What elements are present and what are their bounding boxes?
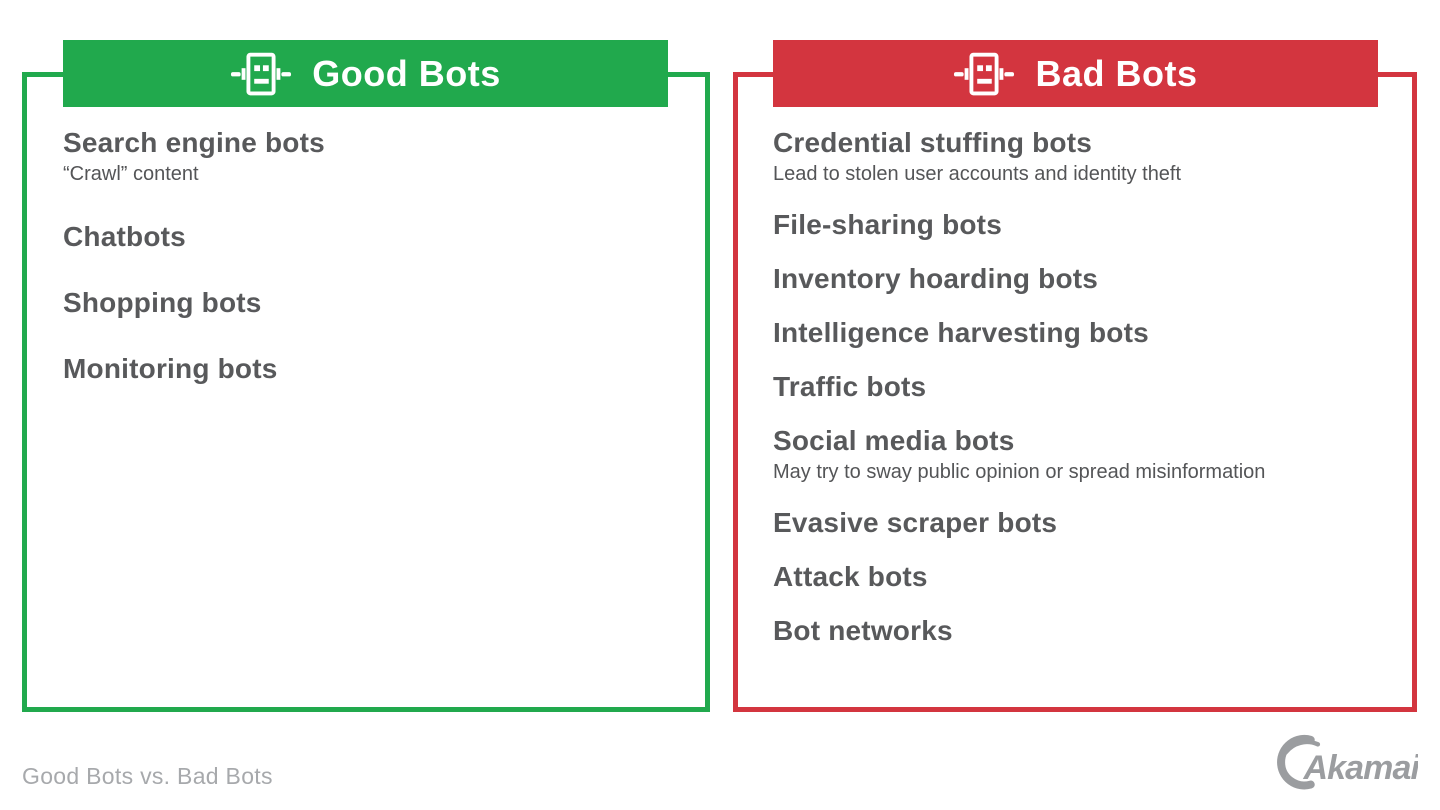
list-item: Credential stuffing bots Lead to stolen …	[773, 125, 1413, 188]
bad-bots-list: Credential stuffing bots Lead to stolen …	[773, 125, 1413, 667]
bad-bots-header: Bad Bots	[773, 40, 1378, 107]
item-note: May try to sway public opinion or spread…	[773, 461, 1266, 483]
list-item: File-sharing bots	[773, 207, 1413, 242]
item-label: Credential stuffing bots	[773, 127, 1093, 158]
item-label: Traffic bots	[773, 371, 927, 402]
item-label: Bot networks	[773, 615, 953, 646]
good-bots-list: Search engine bots “Crawl” content Chatb…	[63, 125, 663, 417]
akamai-logo: Akamai	[1277, 734, 1418, 790]
robot-icon	[231, 52, 292, 95]
item-label: Search engine bots	[63, 127, 325, 158]
list-item: Bot networks	[773, 613, 1413, 648]
item-label: File-sharing bots	[773, 209, 1002, 240]
robot-icon	[954, 52, 1015, 95]
item-label: Social media bots	[773, 425, 1015, 456]
list-item: Social media bots May try to sway public…	[773, 423, 1413, 486]
good-bots-header: Good Bots	[63, 40, 668, 107]
list-item: Chatbots	[63, 219, 663, 254]
item-label: Shopping bots	[63, 287, 262, 318]
item-label: Attack bots	[773, 561, 928, 592]
good-bots-title: Good Bots	[312, 52, 501, 94]
bad-bots-title: Bad Bots	[1035, 52, 1198, 94]
item-label: Intelligence harvesting bots	[773, 317, 1149, 348]
item-note: Lead to stolen user accounts and identit…	[773, 163, 1182, 185]
list-item: Traffic bots	[773, 369, 1413, 404]
list-item: Search engine bots “Crawl” content	[63, 125, 663, 188]
list-item: Attack bots	[773, 559, 1413, 594]
list-item: Shopping bots	[63, 285, 663, 320]
list-item: Inventory hoarding bots	[773, 261, 1413, 296]
bad-bots-panel	[733, 72, 1417, 712]
item-label: Inventory hoarding bots	[773, 263, 1099, 294]
list-item: Evasive scraper bots	[773, 505, 1413, 540]
list-item: Monitoring bots	[63, 351, 663, 386]
list-item: Intelligence harvesting bots	[773, 315, 1413, 350]
footer-caption: Good Bots vs. Bad Bots	[22, 763, 273, 789]
akamai-logo-text: Akamai	[1303, 749, 1418, 787]
akamai-swoosh-top-icon	[1283, 739, 1321, 755]
akamai-swoosh-icon	[1277, 734, 1315, 790]
item-label: Monitoring bots	[63, 353, 278, 384]
good-bots-panel	[22, 72, 710, 712]
item-note: “Crawl” content	[63, 163, 199, 185]
item-label: Evasive scraper bots	[773, 507, 1058, 538]
item-label: Chatbots	[63, 221, 186, 252]
